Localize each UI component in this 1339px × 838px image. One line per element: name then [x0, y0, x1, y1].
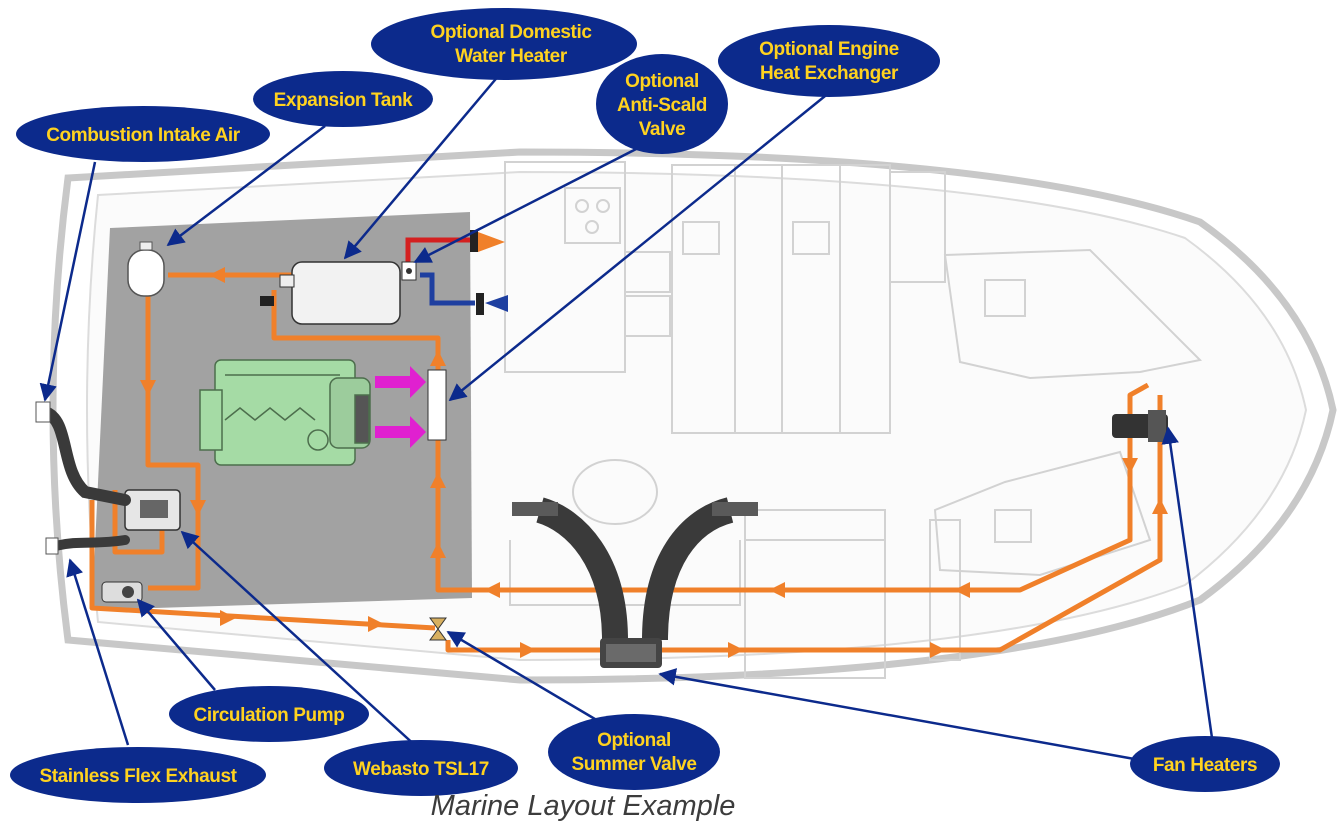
- svg-text:Combustion Intake Air: Combustion Intake Air: [46, 125, 241, 146]
- intake-grille: [35, 401, 51, 423]
- circulation-pump: [101, 581, 143, 603]
- leader-lines: [39, 73, 1214, 762]
- cold-water-arrow: [485, 295, 508, 312]
- duct-grille-left: [512, 502, 558, 516]
- expansion-tank: [127, 241, 165, 297]
- callout-stainless-flex-exhaust: Stainless Flex Exhaust: [10, 747, 266, 803]
- intake-exhaust-hoses: [39, 406, 131, 551]
- svg-text:Circulation Pump: Circulation Pump: [194, 705, 345, 726]
- callout-fan-heaters: Fan Heaters: [1130, 736, 1280, 792]
- webasto-unit: [124, 489, 181, 531]
- callout-combustion-intake-air: Combustion Intake Air: [16, 106, 270, 162]
- duct-grille-right: [712, 502, 758, 516]
- fan-heater-forward: [1112, 410, 1168, 442]
- cold-water-fitting: [476, 293, 484, 315]
- svg-text:Expansion Tank: Expansion Tank: [274, 90, 414, 111]
- callout-expansion-tank: Expansion Tank: [253, 71, 433, 127]
- svg-text:Fan Heaters: Fan Heaters: [1153, 755, 1257, 776]
- anti-scald-valve: [401, 261, 417, 281]
- domestic-water-lines: [405, 237, 475, 306]
- svg-text:Webasto TSL17: Webasto TSL17: [353, 759, 489, 780]
- engine-heat-exchanger: [375, 366, 447, 448]
- svg-text:Stainless Flex Exhaust: Stainless Flex Exhaust: [39, 766, 237, 787]
- hot-water-fitting: [470, 230, 478, 252]
- callout-circulation-pump: Circulation Pump: [169, 686, 369, 742]
- fan-heater-saloon: [600, 638, 662, 668]
- diagram-caption: Marine Layout Example: [430, 790, 736, 822]
- engine: [199, 359, 371, 466]
- flow-arrows: [140, 267, 1168, 658]
- summer-valve: [429, 617, 447, 641]
- water-heater: [260, 261, 401, 325]
- exhaust-outlet: [45, 537, 59, 555]
- hot-water-arrow: [478, 232, 505, 252]
- callout-webasto-tsl17: Webasto TSL17: [324, 740, 518, 796]
